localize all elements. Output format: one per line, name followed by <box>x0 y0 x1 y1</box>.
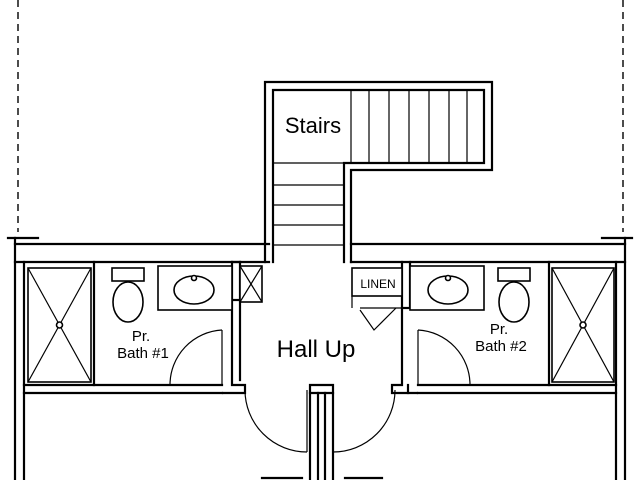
stairs-label: Stairs <box>285 113 341 138</box>
door-swings <box>169 329 471 453</box>
linen-closet <box>351 267 403 331</box>
bath-1-fixtures <box>27 260 233 387</box>
bath-2-label-line2: Bath #2 <box>475 338 527 355</box>
bath-1-label-line1: Pr. <box>132 328 150 345</box>
stair-enclosure <box>263 80 494 264</box>
exterior-walls <box>6 236 634 480</box>
linen-label: LINEN <box>360 277 395 291</box>
roof-outline <box>17 0 624 232</box>
bath-2-fixtures <box>409 260 615 387</box>
hall-label: Hall Up <box>277 336 356 363</box>
bath-1-label-line2: Bath #1 <box>117 345 169 362</box>
bath-2-label-line1: Pr. <box>490 321 508 338</box>
